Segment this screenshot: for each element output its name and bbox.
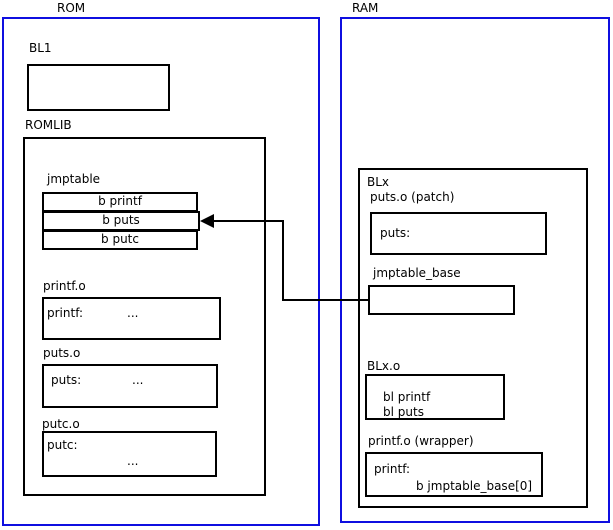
- puts-patch-symbol: puts:: [380, 226, 411, 240]
- jmptable-label: jmptable: [47, 172, 101, 186]
- putc-ellipsis: ...: [127, 454, 139, 468]
- blx-o-box: bl printf bl puts: [365, 374, 505, 420]
- printf-ellipsis: ...: [127, 306, 139, 320]
- puts-ellipsis: ...: [132, 373, 144, 387]
- romlib-label: ROMLIB: [25, 118, 72, 132]
- blx-label: BLx: [367, 175, 390, 189]
- puts-patch-box: puts:: [370, 212, 547, 255]
- putc-o-box: putc: ...: [42, 431, 217, 477]
- printf-o-label: printf.o: [43, 279, 86, 293]
- puts-patch-label: puts.o (patch): [370, 190, 455, 204]
- puts-symbol: puts:: [51, 373, 82, 387]
- jmptable-row-b-puts: b puts: [42, 211, 200, 231]
- jmptable-row-b-printf: b printf: [42, 192, 198, 212]
- puts-o-label: puts.o: [43, 346, 81, 360]
- blx-o-label: BLx.o: [367, 359, 401, 373]
- puts-o-box: puts: ...: [42, 364, 218, 408]
- ram-title: RAM: [352, 1, 379, 15]
- putc-symbol: putc:: [47, 438, 78, 452]
- printf-wrapper-symbol: printf:: [374, 462, 411, 476]
- printf-wrapper-box: printf: b jmptable_base[0]: [365, 452, 543, 497]
- putc-o-label: putc.o: [42, 417, 80, 431]
- blx-o-instr-bl-printf: bl printf: [383, 390, 431, 404]
- jmptable-row-b-putc: b putc: [42, 230, 198, 250]
- bl1-box: [27, 64, 170, 111]
- bl1-label: BL1: [29, 41, 52, 55]
- printf-wrapper-label: printf.o (wrapper): [368, 434, 474, 448]
- blx-o-instr-bl-puts: bl puts: [383, 405, 424, 419]
- printf-wrapper-instr: b jmptable_base[0]: [416, 479, 533, 493]
- rom-title: ROM: [57, 1, 86, 15]
- jmptable-base-label: jmptable_base: [373, 266, 461, 280]
- jmptable-base-box: [368, 285, 515, 315]
- printf-o-box: printf: ...: [42, 297, 221, 340]
- printf-symbol: printf:: [47, 306, 84, 320]
